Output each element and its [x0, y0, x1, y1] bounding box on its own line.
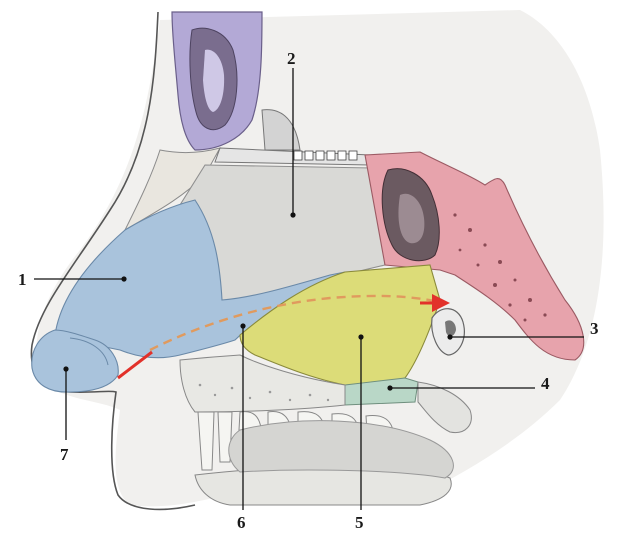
- callout-5-label: 5: [355, 513, 364, 532]
- callout-2-label: 2: [287, 49, 296, 68]
- callout-4-label: 4: [541, 374, 550, 393]
- callout-1-label: 1: [18, 270, 27, 289]
- callout-7-label: 7: [60, 445, 69, 464]
- callout-3-label: 3: [590, 319, 599, 338]
- callout-6-label: 6: [237, 513, 246, 532]
